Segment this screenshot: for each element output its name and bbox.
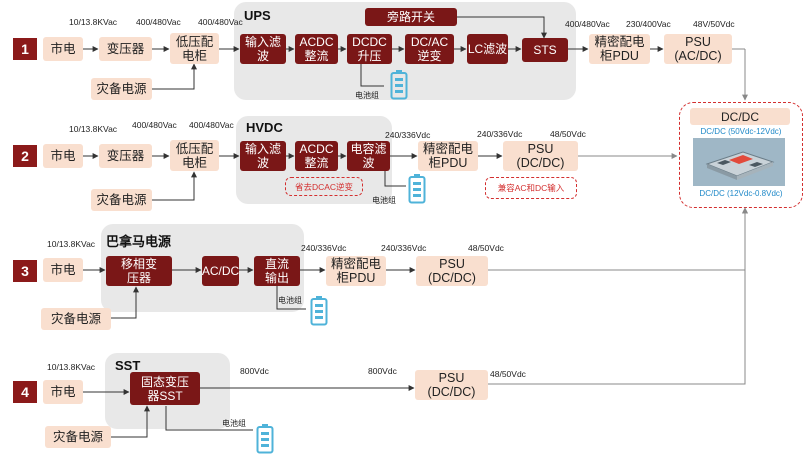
row1-backup-power: 灾备电源 <box>91 78 152 100</box>
row2-battery-label: 电池组 <box>372 196 396 205</box>
row2-voltage-5: 240/336Vdc <box>477 129 523 139</box>
row1-lv-cabinet: 低压配电柜 <box>170 33 219 64</box>
row4-voltage-2: 800Vdc <box>240 366 269 376</box>
row3-group-title: 巴拿马电源 <box>106 234 172 249</box>
row1-dcac: DC/AC逆变 <box>405 34 454 64</box>
row1-grid: 市电 <box>43 37 83 61</box>
row1-bypass-switch: 旁路开关 <box>365 8 457 26</box>
row3-acdc: AC/DC <box>202 256 239 286</box>
row2-battery-icon <box>408 174 426 204</box>
row2-note-ac-dc-input: 兼容AC和DC输入 <box>485 177 577 199</box>
dcdc-label-12-08: DC/DC (12Vdc-0.8Vdc) <box>699 189 783 198</box>
row1-sts: STS <box>522 38 568 62</box>
row1-number: 1 <box>13 38 37 60</box>
row4-battery-icon <box>256 424 274 454</box>
row1-voltage-5: 230/400Vac <box>626 19 671 29</box>
row3-voltage-4: 48/50Vdc <box>468 243 504 253</box>
row1-pdu: 精密配电柜PDU <box>589 34 650 64</box>
row4-backup-power: 灾备电源 <box>45 426 111 448</box>
dcdc-panel-title: DC/DC <box>690 108 790 125</box>
row2-group-title: HVDC <box>246 120 283 135</box>
row3-battery-icon <box>310 296 328 326</box>
row4-voltage-3: 800Vdc <box>368 366 397 376</box>
row4-sst: 固态变压器SST <box>130 372 200 405</box>
row3-phase-transformer: 移相变压器 <box>106 256 172 286</box>
dcdc-label-50-12: DC/DC (50Vdc-12Vdc) <box>700 127 782 136</box>
row1-transformer: 变压器 <box>99 37 152 61</box>
row1-voltage-4: 400/480Vac <box>565 19 610 29</box>
row3-grid: 市电 <box>43 258 83 282</box>
row2-backup-power: 灾备电源 <box>91 189 152 211</box>
row2-voltage-3: 400/480Vac <box>189 120 234 130</box>
row2-note-no-dcac: 省去DCAC逆变 <box>285 177 363 196</box>
row2-voltage-6: 48/50Vdc <box>550 129 586 139</box>
row2-cap-filter: 电容滤波 <box>347 141 390 171</box>
row4-battery-label: 电池组 <box>222 419 246 428</box>
row2-voltage-1: 10/13.8KVac <box>69 124 118 134</box>
row2-pdu: 精密配电柜PDU <box>418 141 478 171</box>
row2-input-filter: 输入滤波 <box>240 141 286 171</box>
row4-voltage-4: 48/50Vdc <box>490 369 526 379</box>
row1-battery-label: 电池组 <box>355 91 379 100</box>
row4-number: 4 <box>13 381 37 403</box>
row2-voltage-2: 400/480Vac <box>132 120 177 130</box>
row4-grid: 市电 <box>43 380 83 404</box>
row1-voltage-3: 400/480Vac <box>198 17 243 27</box>
row4-psu: PSU (DC/DC) <box>415 370 488 400</box>
row2-number: 2 <box>13 145 37 167</box>
row1-voltage-2: 400/480Vac <box>136 17 181 27</box>
row2-lv-cabinet: 低压配电柜 <box>170 140 219 171</box>
row1-battery-icon <box>390 70 408 100</box>
row1-lc-filter: LC滤波 <box>467 34 508 64</box>
row3-voltage-1: 10/13.8KVac <box>47 239 96 249</box>
row1-voltage-6: 48V/50Vdc <box>693 19 735 29</box>
row4-voltage-1: 10/13.8KVac <box>47 362 96 372</box>
row2-acdc: ACDC整流 <box>295 141 338 171</box>
row3-voltage-3: 240/336Vdc <box>381 243 427 253</box>
row1-voltage-1: 10/13.8KVac <box>69 17 118 27</box>
row3-backup-power: 灾备电源 <box>41 308 111 330</box>
row2-transformer: 变压器 <box>99 144 152 168</box>
row1-dcdc: DCDC升压 <box>347 34 392 64</box>
row3-pdu: 精密配电柜PDU <box>326 256 386 286</box>
row3-dc-output: 直流输出 <box>254 256 300 286</box>
row3-psu: PSU (DC/DC) <box>416 256 488 286</box>
row4-group-title: SST <box>115 358 141 373</box>
dcdc-panel <box>679 102 803 208</box>
row1-input-filter: 输入滤波 <box>240 34 286 64</box>
row1-group-title: UPS <box>244 8 271 23</box>
dcdc-module-image <box>693 138 785 186</box>
row3-voltage-2: 240/336Vdc <box>301 243 347 253</box>
row3-number: 3 <box>13 260 37 282</box>
row3-battery-label: 电池组 <box>278 296 302 305</box>
row1-psu: PSU (AC/DC) <box>664 34 732 64</box>
row2-grid: 市电 <box>43 144 83 168</box>
row2-voltage-4: 240/336Vdc <box>385 130 431 140</box>
row2-psu: PSU (DC/DC) <box>503 141 578 171</box>
row1-acdc: ACDC整流 <box>295 34 338 64</box>
